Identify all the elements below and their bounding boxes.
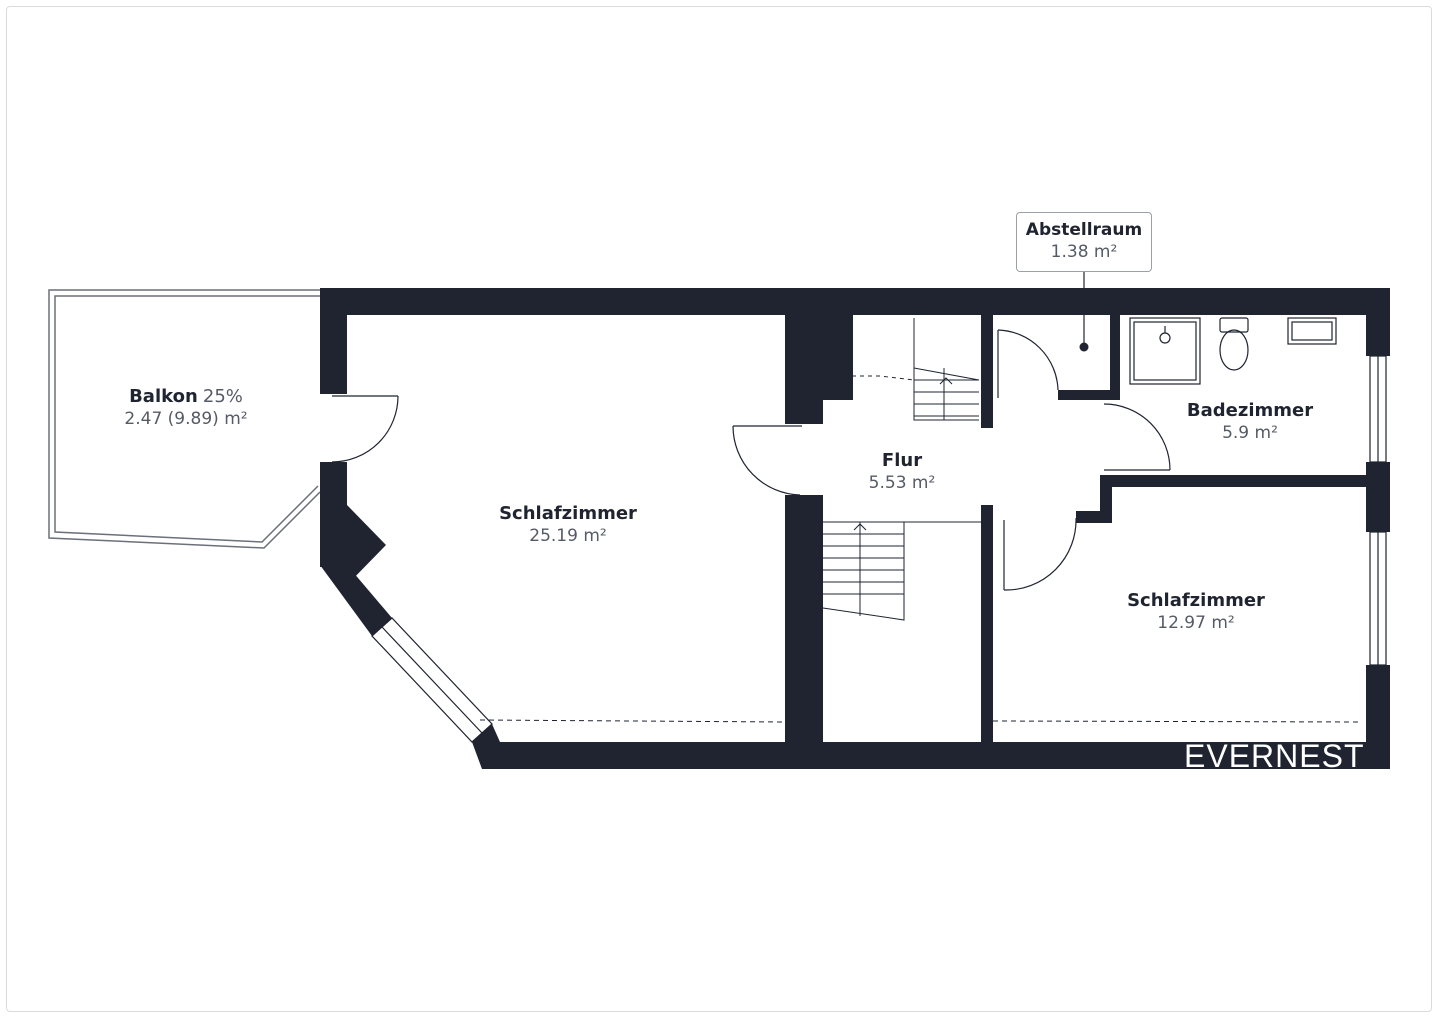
badezimmer-name: Badezimmer: [1186, 400, 1314, 421]
door-swings: [331, 329, 1171, 591]
schlafzimmer-small-name: Schlafzimmer: [1127, 590, 1265, 611]
stairs: [822, 318, 981, 621]
schlafzimmer-large-label: Schlafzimmer 25.19 m²: [499, 503, 637, 547]
schlafzimmer-small-area: 12.97 m²: [1157, 612, 1235, 633]
balkon-name: Balkon: [129, 386, 198, 407]
evernest-watermark: EVERNEST: [1184, 738, 1365, 774]
abstellraum-callout: Abstellraum 1.38 m²: [1016, 212, 1152, 272]
bathroom-fixtures: [1129, 317, 1337, 385]
abstellraum-name: Abstellraum: [1025, 220, 1143, 240]
abstellraum-area: 1.38 m²: [1050, 242, 1118, 263]
balkon-label: Balkon 25% 2.47 (9.89) m²: [124, 386, 247, 430]
flur-label: Flur 5.53 m²: [869, 450, 936, 494]
badezimmer-area: 5.9 m²: [1222, 422, 1278, 443]
schlafzimmer-large-name: Schlafzimmer: [499, 503, 637, 524]
schlafzimmer-large-area: 25.19 m²: [529, 525, 607, 546]
balcony-outline: [48, 289, 321, 549]
flur-name: Flur: [881, 450, 923, 471]
balkon-share: 25%: [202, 386, 243, 407]
sloped-ceiling-lines: [479, 719, 1363, 723]
badezimmer-label: Badezimmer 5.9 m²: [1187, 400, 1313, 444]
flur-area: 5.53 m²: [868, 472, 936, 493]
abstellraum-marker: [1079, 272, 1089, 352]
schlafzimmer-small-label: Schlafzimmer 12.97 m²: [1127, 590, 1265, 634]
page-frame: [6, 6, 1432, 1012]
walls: [320, 288, 1390, 769]
windows: [371, 355, 1387, 743]
balkon-area: 2.47 (9.89) m²: [124, 408, 248, 429]
